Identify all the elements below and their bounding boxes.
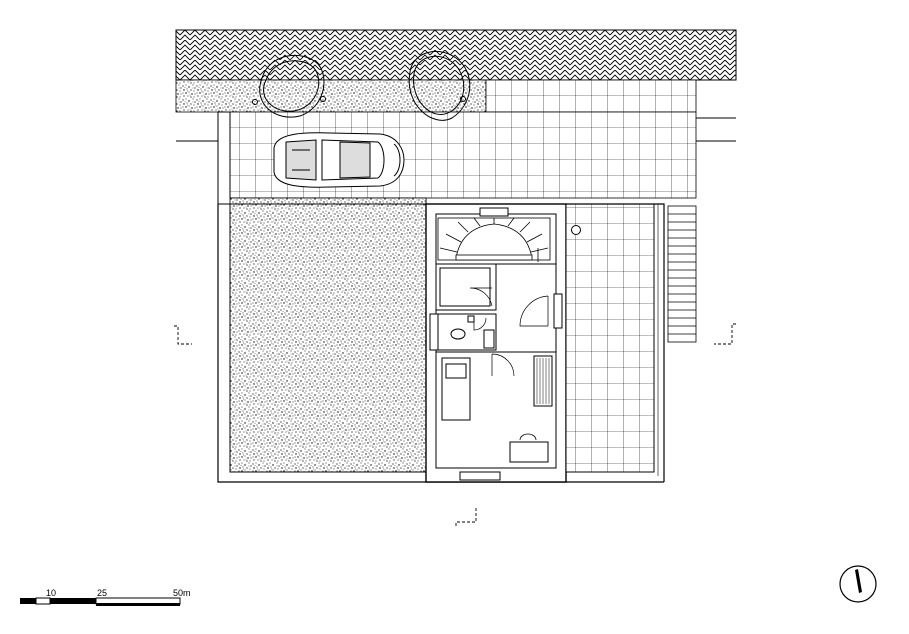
interior-stair xyxy=(437,217,551,262)
exterior-stair xyxy=(667,205,697,343)
section-marker-icon xyxy=(455,508,477,526)
scale-bar: 10 25 50m xyxy=(20,588,191,606)
tree-icon xyxy=(252,54,326,118)
window-bottom xyxy=(459,471,501,481)
utility-room xyxy=(435,263,497,311)
bedroom xyxy=(435,351,557,469)
scale-label-10: 10 xyxy=(46,588,56,598)
scale-label-25: 25 xyxy=(97,588,107,598)
gravel-verge xyxy=(175,79,487,113)
wc-room xyxy=(429,313,497,351)
section-marker-icon xyxy=(174,325,192,345)
terrace-tiles xyxy=(565,203,655,473)
gravel-garden xyxy=(229,203,427,473)
street-paving xyxy=(175,29,737,81)
tree-icon xyxy=(408,50,471,121)
car-icon xyxy=(273,132,405,188)
section-marker-icon xyxy=(714,323,736,345)
window-top xyxy=(479,207,509,217)
forecourt-tiles xyxy=(485,79,697,113)
scale-label-50m: 50m xyxy=(173,588,191,598)
terrace-edge xyxy=(566,203,665,482)
boundary-hedge xyxy=(229,197,427,205)
north-arrow-icon xyxy=(839,565,877,603)
downpipe-icon xyxy=(571,225,581,235)
